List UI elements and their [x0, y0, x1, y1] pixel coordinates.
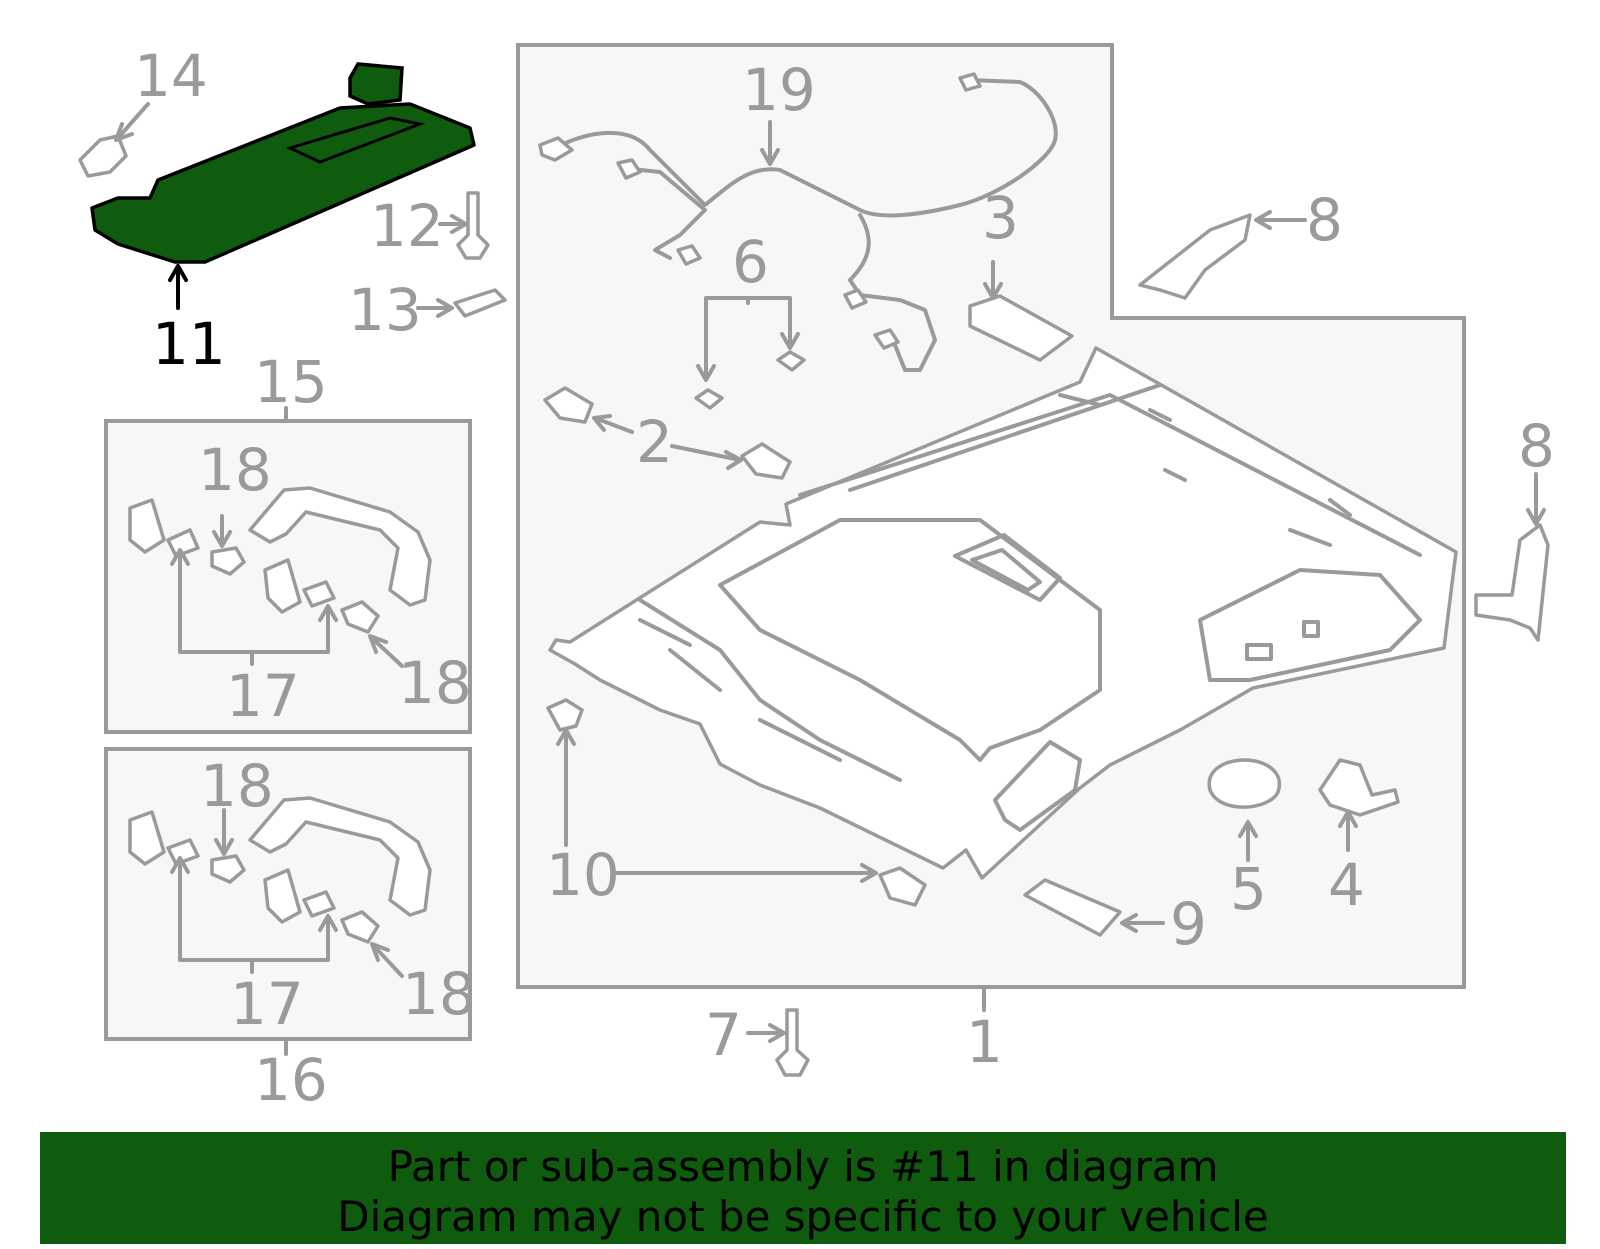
info-banner: Part or sub-assembly is #11 in diagram D…: [40, 1132, 1566, 1244]
callout-6: 6: [732, 228, 769, 296]
callout-14: 14: [134, 42, 208, 110]
part-13-clip: [453, 288, 507, 318]
callout-2: 2: [636, 408, 673, 476]
callout-15: 15: [254, 348, 328, 416]
part-4-clip: [1318, 758, 1400, 817]
callout-16: 16: [254, 1046, 328, 1114]
wiring-harness: [538, 72, 1058, 372]
part-10-clip-a: [546, 698, 584, 732]
part-2-clip-b: [740, 442, 792, 480]
part-5-clip: [1207, 758, 1282, 809]
callout-8-right: 8: [1518, 412, 1555, 480]
callout-17-box16: 17: [230, 970, 304, 1038]
callout-3: 3: [982, 184, 1019, 252]
leader-lines: [114, 102, 1546, 1056]
callout-4: 4: [1328, 851, 1365, 919]
part-8-clip-right: [1474, 523, 1550, 642]
callout-18-box16-bottom: 18: [402, 960, 476, 1028]
part-9-lamp: [1023, 878, 1122, 937]
part-10-clip-b: [878, 866, 927, 907]
callout-11: 11: [152, 310, 226, 378]
callout-13: 13: [348, 276, 422, 344]
callout-19: 19: [742, 56, 816, 124]
callout-18-box16-top: 18: [200, 752, 274, 820]
part-8-clip-top: [1138, 213, 1252, 300]
callout-7: 7: [705, 1001, 742, 1069]
callout-9: 9: [1170, 890, 1207, 958]
banner-line-2: Diagram may not be specific to your vehi…: [337, 1192, 1269, 1241]
callout-5: 5: [1230, 855, 1267, 923]
part-2-clip-a: [543, 386, 594, 424]
callout-17-box15: 17: [226, 662, 300, 730]
callout-1: 1: [966, 1008, 1003, 1076]
part-7-bolt: [775, 1008, 810, 1077]
callout-10: 10: [546, 841, 620, 909]
callout-18-box15-bottom: 18: [398, 649, 472, 717]
banner-line-1: Part or sub-assembly is #11 in diagram: [387, 1142, 1219, 1191]
callout-12: 12: [370, 192, 444, 260]
headliner: [548, 346, 1458, 880]
part-12-bolt: [456, 191, 490, 260]
part-6-clip-a: [694, 388, 724, 410]
sun-visor-highlighted: [90, 62, 476, 264]
part-6-clip-b: [776, 350, 806, 372]
callout-18-box15-top: 18: [198, 436, 272, 504]
grab-handle-16: [128, 796, 432, 944]
part-14-clip: [78, 134, 128, 178]
grab-handle-15: [128, 486, 432, 634]
leader-arrow-11: [168, 264, 188, 310]
callout-8-top: 8: [1306, 186, 1343, 254]
